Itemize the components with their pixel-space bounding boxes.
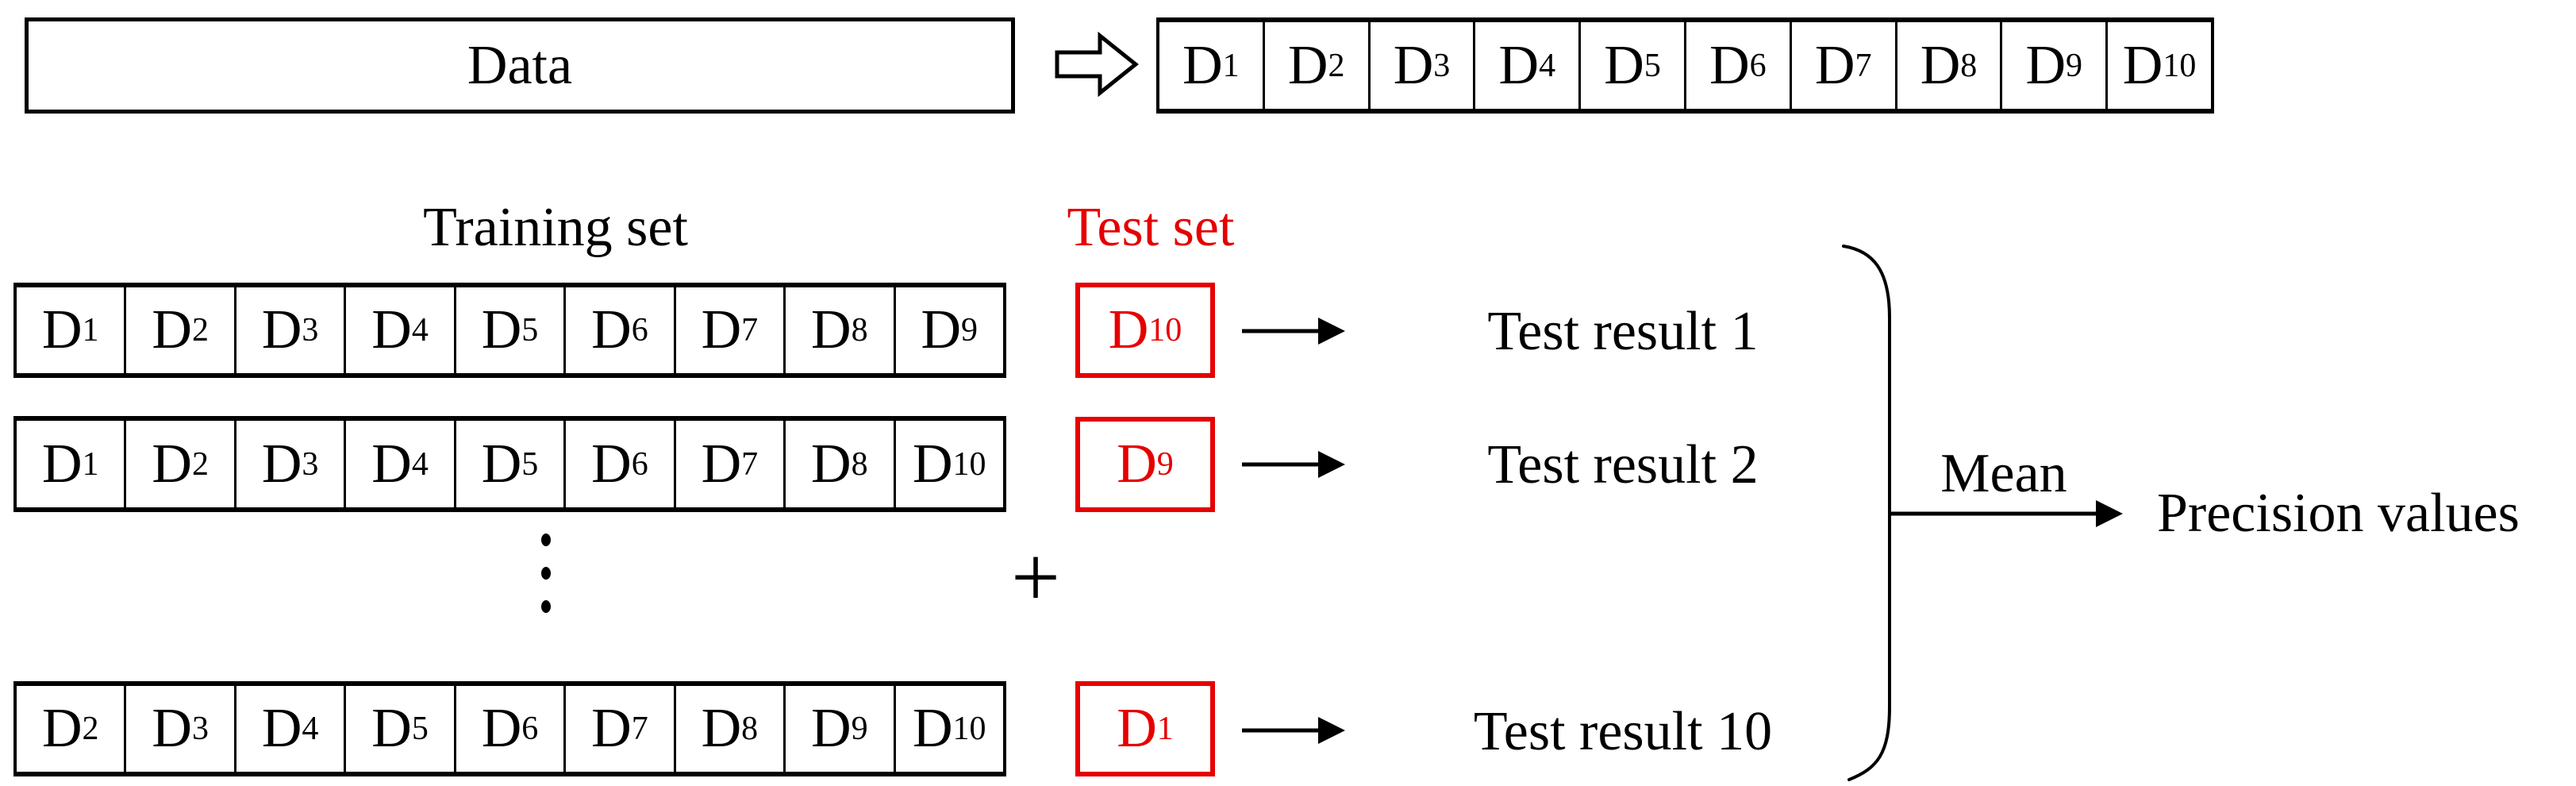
vertical-ellipsis-icon: [541, 600, 551, 613]
data-box-label: Data: [467, 34, 573, 96]
right-arrow-icon: [1242, 451, 1345, 478]
test-set-label: Test set: [1067, 197, 1235, 258]
training-set-label: Training set: [423, 197, 688, 258]
hollow-right-arrow-icon: [1055, 32, 1140, 97]
right-arrow-icon: [1242, 318, 1345, 345]
plus-sign: +: [1010, 529, 1061, 626]
data-box: Data: [25, 17, 1015, 114]
test-result-2-label: Test result 2: [1487, 434, 1759, 495]
right-arrow-icon: [1242, 717, 1345, 744]
test-result-10-label: Test result 10: [1473, 701, 1773, 762]
vertical-ellipsis-icon: [541, 567, 551, 580]
precision-values-label: Precision values: [2157, 483, 2520, 544]
mean-label: Mean: [1940, 443, 2067, 504]
test-result-1-label: Test result 1: [1487, 301, 1759, 362]
vertical-ellipsis-icon: [541, 534, 551, 546]
mean-arrow-icon: [1890, 500, 2123, 527]
